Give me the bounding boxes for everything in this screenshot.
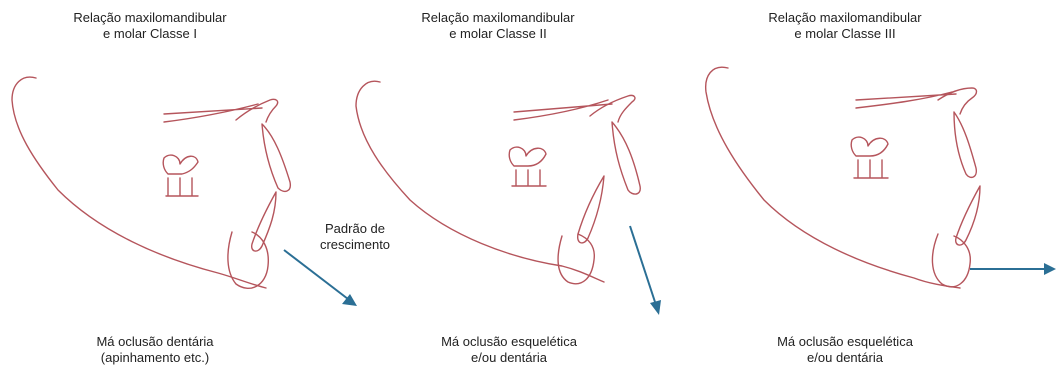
profile-class-2	[355, 80, 641, 285]
panel-3-caption-line-1: Má oclusão esquelética	[777, 334, 913, 349]
growth-pattern-label: Padrão de crescimento	[300, 221, 410, 253]
profile-class-3	[705, 66, 981, 289]
profile-class-3-upper-incisor	[953, 111, 978, 179]
profile-class-2-nasal	[589, 94, 636, 123]
profile-class-1-upper-incisor	[261, 123, 292, 193]
panel-2-title-line-1: Relação maxilomandibular	[421, 10, 575, 25]
profile-class-2-lower-incisor	[576, 175, 605, 244]
growth-pattern-label-line-1: Padrão de	[325, 221, 385, 236]
panel-1-caption: Má oclusão dentária (apinhamento etc.)	[60, 334, 250, 366]
profile-class-3-mandible	[705, 66, 961, 289]
growth-arrow-class-3-head	[1044, 263, 1056, 275]
panel-3-title-line-1: Relação maxilomandibular	[768, 10, 922, 25]
profile-class-3-palate	[855, 91, 957, 109]
panel-1-title-line-1: Relação maxilomandibular	[73, 10, 227, 25]
profile-class-2-upper-incisor	[611, 121, 641, 195]
panel-2-caption-line-2: e/ou dentária	[471, 350, 547, 365]
profile-class-1-lower-incisor	[250, 191, 277, 252]
growth-pattern-label-line-2: crescimento	[319, 237, 391, 252]
panel-2-title: Relação maxilomandibular e molar Classe …	[398, 10, 598, 42]
profile-class-3-nasal	[937, 87, 978, 115]
panel-2-caption: Má oclusão esquelética e/ou dentária	[414, 334, 604, 366]
profile-class-3-molars	[850, 136, 889, 179]
profile-class-1-nasal	[235, 98, 279, 123]
profile-class-1-palate	[163, 103, 263, 123]
panel-3-title-line-2: e molar Classe III	[794, 26, 896, 41]
panel-1-caption-line-1: Má oclusão dentária	[96, 334, 214, 349]
panel-2-caption-line-1: Má oclusão esquelética	[441, 334, 577, 349]
panel-3-caption: Má oclusão esquelética e/ou dentária	[750, 334, 940, 366]
panel-1-title: Relação maxilomandibular e molar Classe …	[50, 10, 250, 42]
profile-class-3-symphysis	[931, 233, 971, 288]
panel-1-caption-line-2: (apinhamento etc.)	[100, 350, 210, 365]
panel-3-title: Relação maxilomandibular e molar Classe …	[745, 10, 945, 42]
profile-class-2-palate	[513, 99, 613, 121]
panel-1-title-line-2: e molar Classe I	[103, 26, 197, 41]
growth-arrow-class-2-head	[650, 300, 661, 315]
profile-class-2-molars	[508, 146, 547, 187]
growth-arrow-class-2	[629, 225, 656, 303]
profile-class-1-mandible	[11, 76, 267, 289]
growth-arrow-class-1	[283, 249, 349, 300]
growth-arrows	[283, 225, 1056, 315]
profile-class-1-symphysis	[227, 231, 269, 289]
profile-class-1	[11, 76, 292, 289]
profile-class-2-mandible	[355, 80, 605, 283]
panel-3-caption-line-2: e/ou dentária	[807, 350, 883, 365]
profile-class-3-lower-incisor	[954, 185, 981, 246]
growth-arrow-class-1-head	[342, 294, 357, 306]
profile-class-2-symphysis	[557, 233, 595, 285]
profile-class-1-molars	[162, 154, 199, 197]
panel-2-title-line-2: e molar Classe II	[449, 26, 547, 41]
